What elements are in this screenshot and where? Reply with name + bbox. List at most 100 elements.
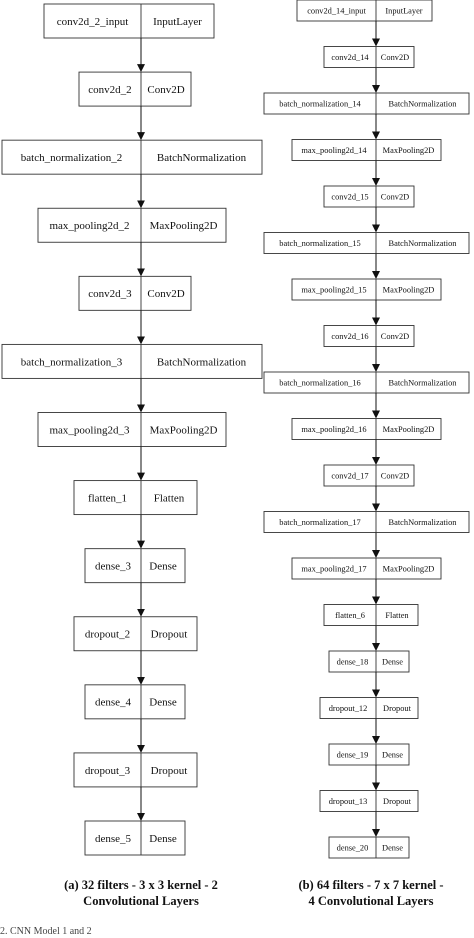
layer-type: Dense xyxy=(149,833,177,845)
layer-box xyxy=(319,790,419,812)
layer-node: batch_normalization_2 BatchNormalization xyxy=(1,139,263,175)
layer-name: conv2d_15 xyxy=(331,192,368,201)
layer-name: dropout_2 xyxy=(85,629,130,641)
layer-box xyxy=(291,418,442,440)
layer-type: Conv2D xyxy=(147,84,184,96)
layer-name: max_pooling2d_2 xyxy=(49,220,129,232)
layer-box xyxy=(323,464,415,487)
layer-type: Dense xyxy=(382,843,403,852)
layer-box xyxy=(84,548,186,584)
layer-box xyxy=(263,511,470,533)
layer-box xyxy=(263,232,470,254)
layer-box xyxy=(73,752,198,788)
layer-type: Dense xyxy=(382,657,403,666)
layer-name: dense_19 xyxy=(337,750,369,759)
layer-name: dropout_13 xyxy=(329,797,368,806)
layer-type: Conv2D xyxy=(381,471,409,480)
layer-box xyxy=(78,275,192,311)
layer-name: conv2d_16 xyxy=(331,332,368,341)
caption-b: (b) 64 filters - 7 x 7 kernel - 4 Convol… xyxy=(268,877,474,909)
layer-type: MaxPooling2D xyxy=(383,564,435,573)
layer-box xyxy=(73,480,198,516)
layer-type: Dense xyxy=(149,697,177,709)
layer-node: conv2d_14 Conv2D xyxy=(323,46,415,68)
layer-type: BatchNormalization xyxy=(389,239,458,248)
layer-box xyxy=(291,557,442,580)
layer-box xyxy=(84,820,186,856)
layer-type: BatchNormalization xyxy=(157,152,247,164)
layer-name: max_pooling2d_17 xyxy=(301,564,366,573)
layer-box xyxy=(323,185,415,208)
layer-name: dropout_12 xyxy=(329,704,368,713)
layer-type: Dense xyxy=(149,561,177,573)
layer-node: conv2d_2_input InputLayer xyxy=(43,3,215,39)
layer-name: batch_normalization_14 xyxy=(279,99,361,108)
layer-name: flatten_6 xyxy=(335,611,365,620)
caption-b-line-1: (b) 64 filters - 7 x 7 kernel - xyxy=(298,878,444,892)
layer-type: Dropout xyxy=(383,797,412,806)
layer-type: Conv2D xyxy=(381,332,409,341)
caption-a: (a) 32 filters - 3 x 3 kernel - 2 Convol… xyxy=(0,877,282,909)
layer-node: max_pooling2d_2 MaxPooling2D xyxy=(37,207,227,243)
layer-name: max_pooling2d_16 xyxy=(301,425,366,434)
layer-name: dense_18 xyxy=(337,657,369,666)
layer-name: conv2d_3 xyxy=(88,288,132,300)
layer-type: Dropout xyxy=(151,629,188,641)
layer-name: dense_20 xyxy=(337,843,369,852)
layer-type: MaxPooling2D xyxy=(150,220,218,232)
layer-box xyxy=(323,46,415,68)
layer-node: dropout_13 Dropout xyxy=(319,790,419,812)
layer-type: BatchNormalization xyxy=(157,356,247,368)
layer-name: batch_normalization_2 xyxy=(21,152,122,164)
layer-box xyxy=(328,650,410,673)
layer-box xyxy=(319,697,419,719)
layer-box xyxy=(1,139,263,175)
layer-box xyxy=(263,371,470,394)
layer-type: MaxPooling2D xyxy=(383,146,435,155)
layer-box xyxy=(323,325,415,347)
layer-node: dropout_2 Dropout xyxy=(73,616,198,652)
layer-type: BatchNormalization xyxy=(389,518,458,527)
layer-box xyxy=(291,139,442,161)
caption-a-line-1: (a) 32 filters - 3 x 3 kernel - 2 xyxy=(64,878,218,892)
layer-node: max_pooling2d_17 MaxPooling2D xyxy=(291,557,442,580)
layer-type: InputLayer xyxy=(153,16,202,28)
layer-type: MaxPooling2D xyxy=(150,424,218,436)
layer-box xyxy=(84,684,186,720)
layer-box xyxy=(323,604,419,626)
layer-node: max_pooling2d_14 MaxPooling2D xyxy=(291,139,442,161)
layer-name: conv2d_2_input xyxy=(57,16,129,28)
figure-footnote: 2. CNN Model 1 and 2 xyxy=(0,926,92,937)
layer-box xyxy=(296,0,433,22)
layer-box xyxy=(328,743,410,766)
caption-a-line-2: Convolutional Layers xyxy=(83,894,199,908)
layer-type: Conv2D xyxy=(381,53,409,62)
layer-box xyxy=(73,616,198,652)
layer-name: conv2d_14 xyxy=(331,53,369,62)
layer-node: conv2d_16 Conv2D xyxy=(323,325,415,347)
layer-name: flatten_1 xyxy=(88,492,127,504)
layer-box xyxy=(37,412,227,447)
layer-box xyxy=(328,836,410,859)
layer-type: InputLayer xyxy=(385,6,422,15)
caption-b-line-2: 4 Convolutional Layers xyxy=(308,894,434,908)
layer-name: dropout_3 xyxy=(85,765,131,777)
layer-name: max_pooling2d_14 xyxy=(301,146,367,155)
